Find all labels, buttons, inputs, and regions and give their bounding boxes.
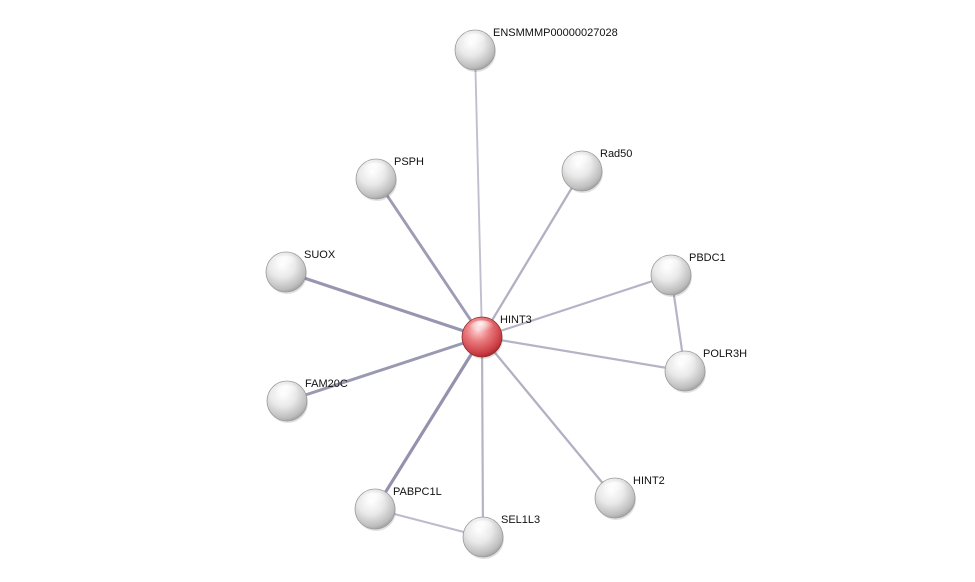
node-label-pbdc1: PBDC1 <box>689 252 726 264</box>
node-label-hint3: HINT3 <box>500 314 532 326</box>
node-label-sel1l3: SEL1L3 <box>501 514 540 526</box>
node-label-psph: PSPH <box>394 156 424 168</box>
edge-hint3-pabpc1l <box>373 335 484 511</box>
node-fam20c[interactable]: FAM20C <box>266 378 348 423</box>
node-sel1l3[interactable]: SEL1L3 <box>462 514 540 559</box>
edge-hint3-rad50 <box>480 169 584 339</box>
node-ensmmmp00000027028[interactable]: ENSMMMP00000027028 <box>454 27 618 72</box>
node-pabpc1l[interactable]: PABPC1L <box>354 486 442 531</box>
node-highlight <box>672 354 698 370</box>
edge-hint3-sel1l3 <box>480 335 485 539</box>
node-hint3[interactable]: HINT3 <box>461 314 532 359</box>
node-label-suox: SUOX <box>304 249 336 261</box>
edge-hint3-polr3h <box>480 335 687 373</box>
node-suox[interactable]: SUOX <box>265 249 336 294</box>
edge-hint3-suox <box>284 270 484 339</box>
edge-hint3-hint2 <box>480 335 617 500</box>
node-label-pabpc1l: PABPC1L <box>393 486 442 498</box>
node-label-rad50: Rad50 <box>600 148 632 160</box>
node-rad50[interactable]: Rad50 <box>561 148 632 193</box>
node-label-hint2: HINT2 <box>633 475 665 487</box>
node-highlight <box>462 33 488 49</box>
node-highlight <box>274 384 300 400</box>
node-highlight <box>363 162 389 178</box>
node-highlight <box>469 320 495 336</box>
node-highlight <box>362 492 388 508</box>
node-polr3h[interactable]: POLR3H <box>664 348 747 393</box>
node-highlight <box>658 258 684 274</box>
edges-layer <box>284 49 687 539</box>
node-pbdc1[interactable]: PBDC1 <box>650 252 726 297</box>
node-label-fam20c: FAM20C <box>305 378 348 390</box>
node-hint2[interactable]: HINT2 <box>594 475 665 520</box>
node-label-polr3h: POLR3H <box>703 348 747 360</box>
node-label-ensmmmp00000027028: ENSMMMP00000027028 <box>493 27 618 39</box>
edge-hint3-fam20c <box>285 335 484 403</box>
node-highlight <box>470 520 496 536</box>
node-highlight <box>569 154 595 170</box>
edge-hint3-ensmmmp00000027028 <box>474 49 483 338</box>
edge-hint3-pbdc1 <box>480 273 673 339</box>
edge-hint3-psph <box>374 177 484 339</box>
node-highlight <box>602 481 628 497</box>
node-highlight <box>273 255 299 271</box>
node-psph[interactable]: PSPH <box>355 156 424 201</box>
